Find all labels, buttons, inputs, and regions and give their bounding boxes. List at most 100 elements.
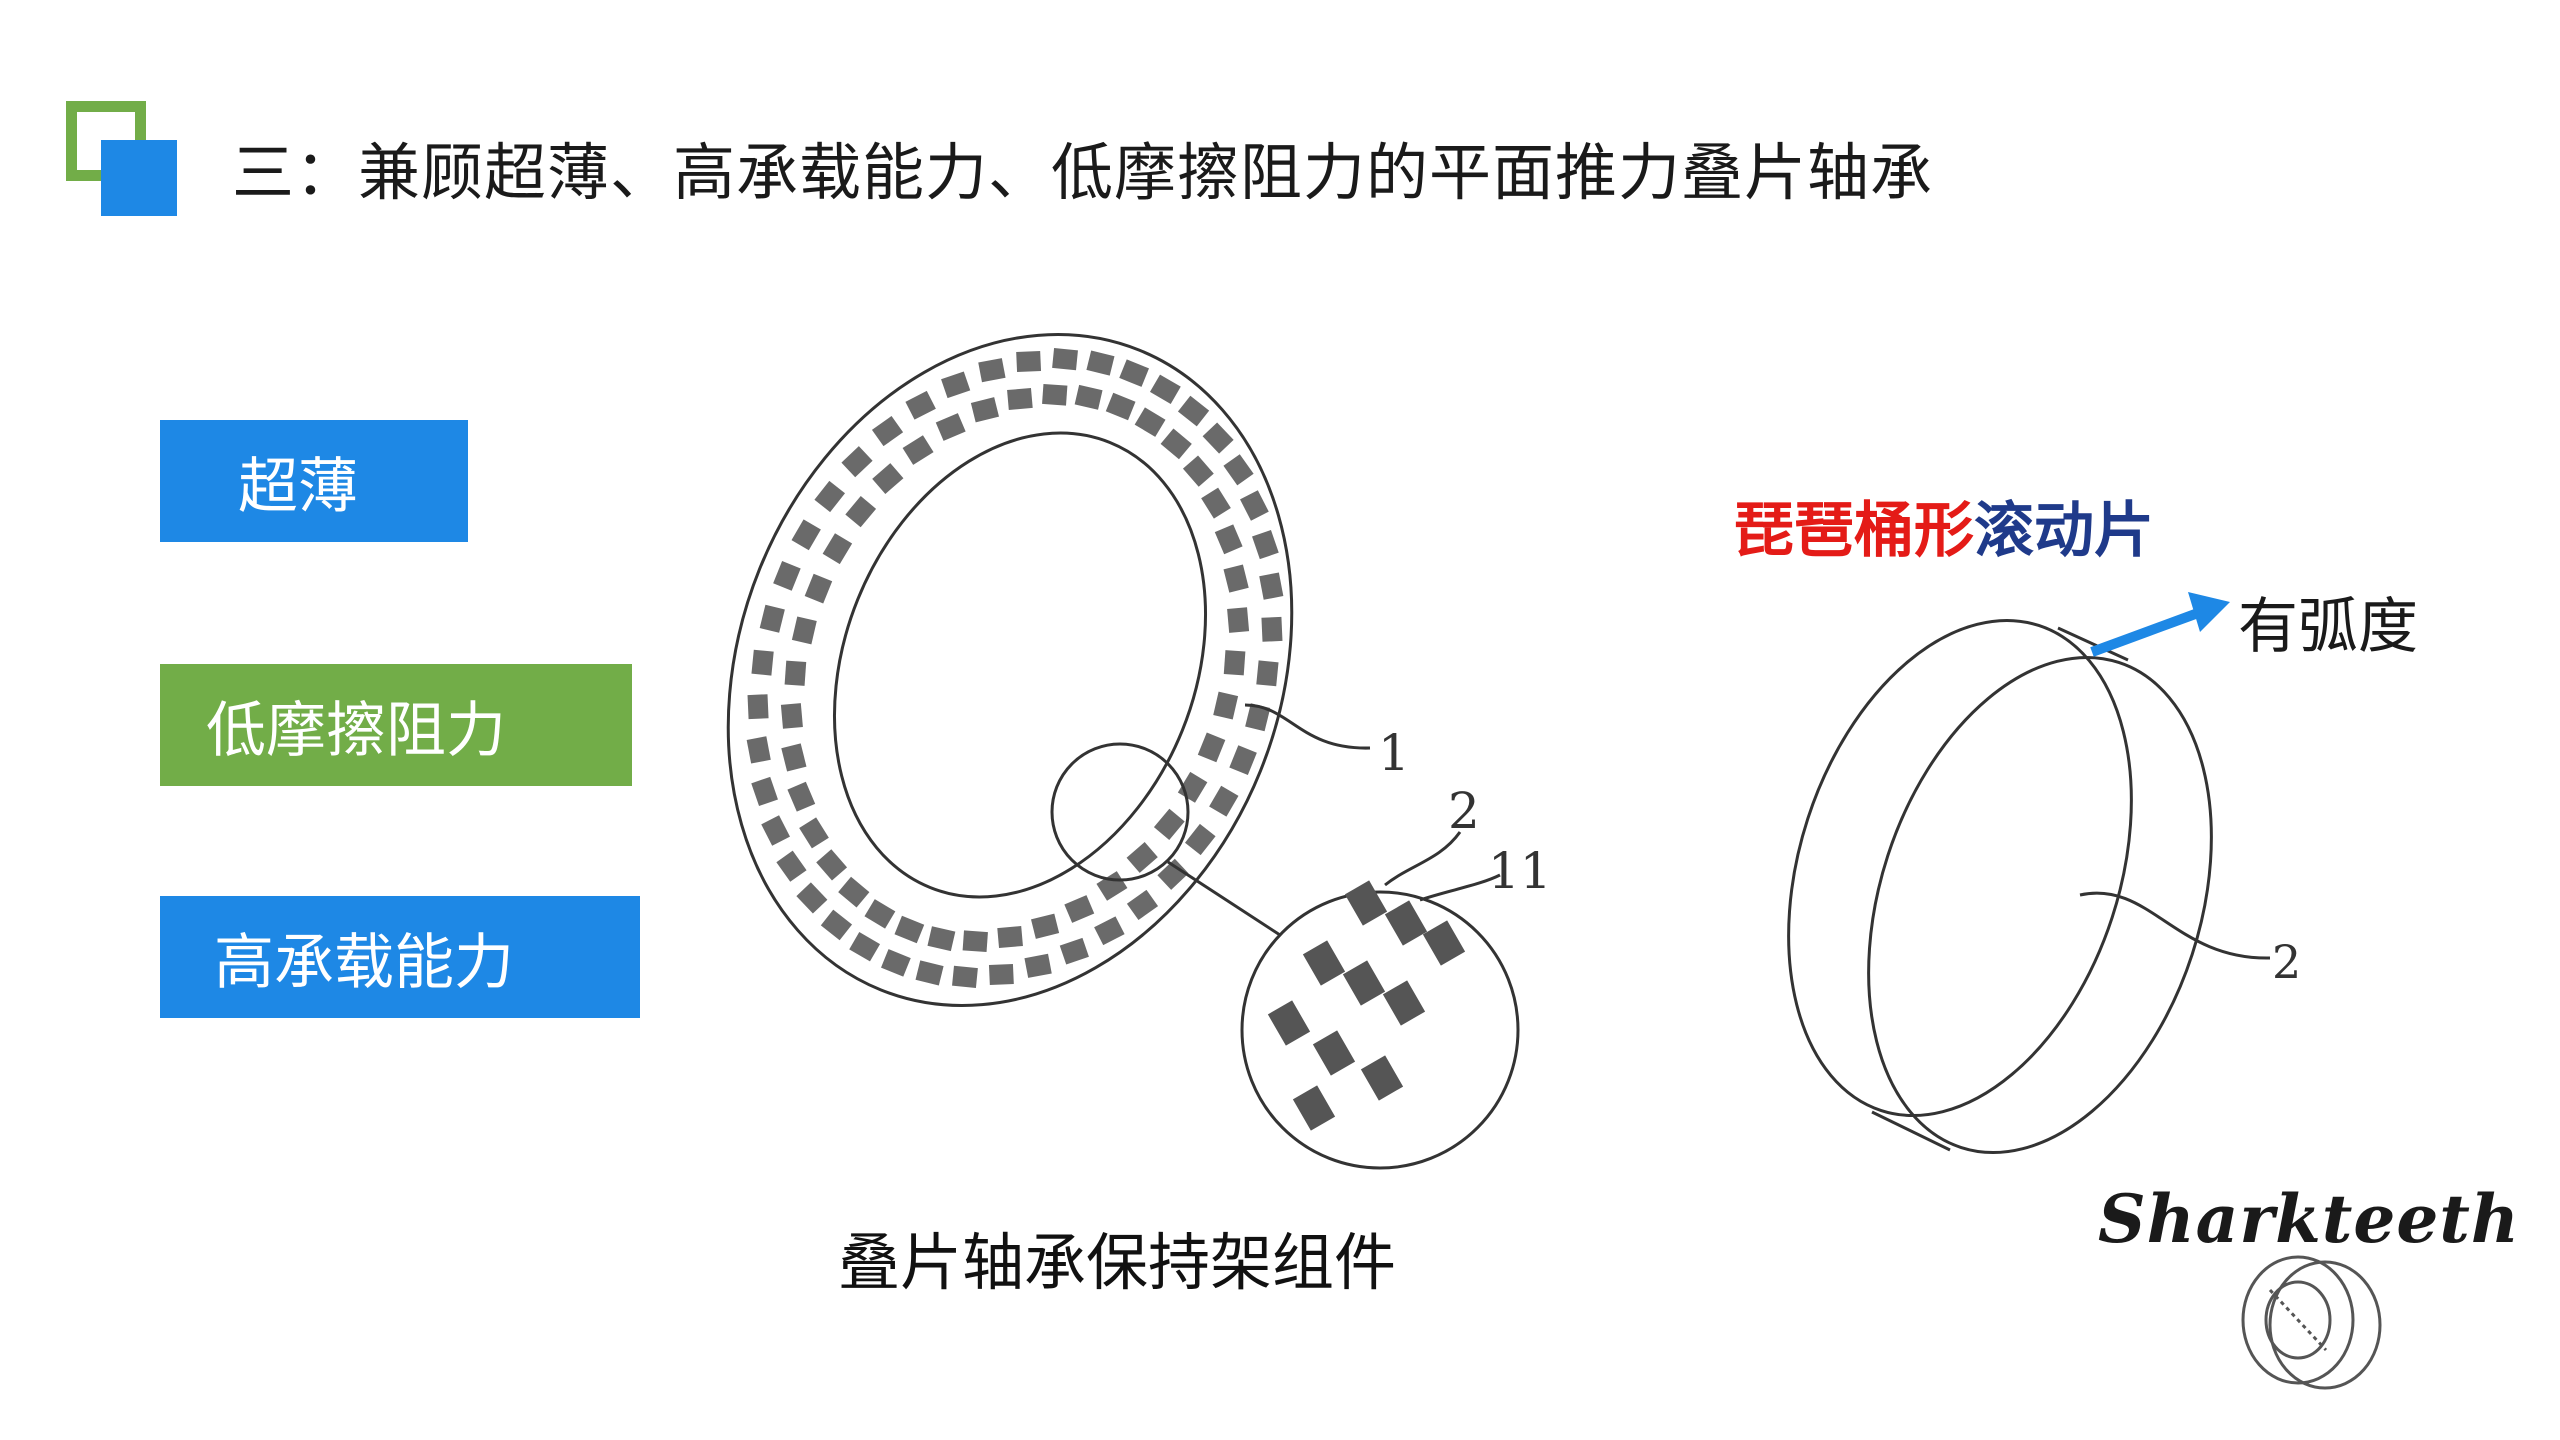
cage-slot (1223, 564, 1249, 593)
roller-heading-red: 琵琶桶形 (1734, 496, 1974, 566)
feature-tag-label: 超薄 (238, 451, 358, 522)
cage-slot (970, 397, 999, 423)
cage-slot (1052, 348, 1078, 371)
cage-slot (915, 960, 944, 986)
cage-slot (881, 949, 911, 977)
cage-slot (751, 649, 774, 676)
cage-slot (820, 909, 853, 941)
detail-zoom-circle (1240, 890, 1520, 1170)
cage-slot (1086, 350, 1115, 376)
cage-slot (1134, 407, 1166, 437)
cage-slot (1031, 913, 1060, 939)
cage-slot (1214, 524, 1243, 555)
cage-slot (997, 926, 1023, 949)
cage-slot (1184, 823, 1216, 856)
roller-heading-navy: 滚动片 (1974, 496, 2154, 566)
cage-slot (1016, 350, 1042, 373)
arrow-icon (2090, 592, 2230, 657)
zoomed-slots (1267, 880, 1466, 1131)
cage-slot (1126, 889, 1159, 921)
cage-slot (1223, 454, 1254, 486)
feature-tag-label: 低摩擦阻力 (206, 695, 506, 766)
cage-slot (1259, 572, 1284, 600)
cage-slot (1252, 529, 1279, 560)
cage-slot (781, 743, 807, 772)
cage-slot (799, 817, 829, 849)
bearing-cage-drawing (726, 333, 1520, 1170)
cage-slot (751, 776, 778, 807)
cage-slot (1153, 808, 1185, 840)
callout-1: 1 (1378, 724, 1410, 782)
feature-tag-high-load: 高承载能力 (160, 896, 640, 1018)
curvature-label: 有弧度 (2238, 592, 2418, 662)
cage-slot (927, 926, 956, 952)
cage-slot (776, 850, 807, 882)
cage-slot (816, 849, 848, 881)
cage-slot (1213, 691, 1239, 720)
cage-slot (1177, 395, 1210, 427)
cage-slot (1074, 384, 1103, 410)
feature-tag-low-friction: 低摩擦阻力 (160, 664, 632, 786)
cage-slot (1094, 916, 1125, 946)
cage-slot (814, 480, 846, 513)
bearing-logo-icon (2241, 1255, 2382, 1390)
cage-slot (1042, 383, 1068, 406)
cage-slot (1227, 607, 1250, 633)
cage-caption: 叠片轴承保持架组件 (838, 1226, 1397, 1299)
cage-slot (952, 965, 978, 988)
cage-slot (849, 932, 881, 962)
cage-slot (761, 815, 790, 846)
cage-slot (1064, 895, 1095, 923)
cage-slot (1096, 871, 1128, 901)
feature-tag-ultra-thin: 超薄 (160, 420, 468, 542)
cage-slot (773, 560, 801, 591)
cage-slot (864, 899, 896, 929)
cage-slot (822, 533, 853, 565)
cage-slot (1119, 359, 1149, 387)
feature-tag-label: 高承载能力 (214, 927, 514, 998)
detail-marker-circle (1050, 742, 1190, 882)
cage-slot (841, 446, 873, 478)
cage-slot (1197, 732, 1226, 763)
cage-slot (1201, 487, 1231, 519)
cage-slot (1202, 422, 1234, 454)
cage-slot (804, 573, 833, 604)
cage-slot (1157, 858, 1189, 890)
cage-slot (1229, 745, 1257, 776)
cage-slot (1209, 785, 1239, 817)
cage-slot (902, 435, 934, 465)
cage-slot (894, 915, 925, 944)
cage-slot (941, 371, 971, 399)
cage-slot (872, 463, 904, 494)
cage-slot (1256, 660, 1279, 687)
cage-slot (796, 882, 828, 914)
cage-slot (845, 496, 877, 528)
cage-slot (1223, 650, 1246, 676)
cage-slot (1160, 428, 1192, 460)
callout-11: 11 (1488, 842, 1552, 900)
cage-slot (759, 604, 785, 633)
cage-slot (1126, 842, 1158, 873)
cage-slot (1024, 953, 1052, 978)
cage-slot (1182, 455, 1214, 487)
cage-slot (746, 736, 771, 764)
cage-slot (784, 660, 807, 686)
brand-logo-text: Sharkteeth (2098, 1180, 2520, 1258)
cage-slot (1007, 387, 1033, 410)
cage-slot (1245, 703, 1271, 732)
cage-slot (1105, 392, 1136, 421)
cage-slot (838, 876, 870, 908)
cage-slot (978, 358, 1006, 383)
cage-slot (791, 616, 817, 645)
square-filled-icon (101, 140, 177, 216)
callout-2: 2 (1448, 782, 1480, 840)
roller-heading: 琵琶桶形滚动片 (1734, 482, 2154, 569)
cage-slot (791, 519, 821, 551)
roller-callout-2: 2 (2272, 935, 2301, 989)
cage-slot (787, 781, 816, 812)
roller-disc-drawing (1787, 618, 2271, 1155)
cage-slot (1261, 616, 1283, 642)
slide-title: 三：兼顾超薄、高承载能力、低摩擦阻力的平面推力叠片轴承 (232, 136, 1934, 209)
cage-slot (747, 694, 769, 720)
